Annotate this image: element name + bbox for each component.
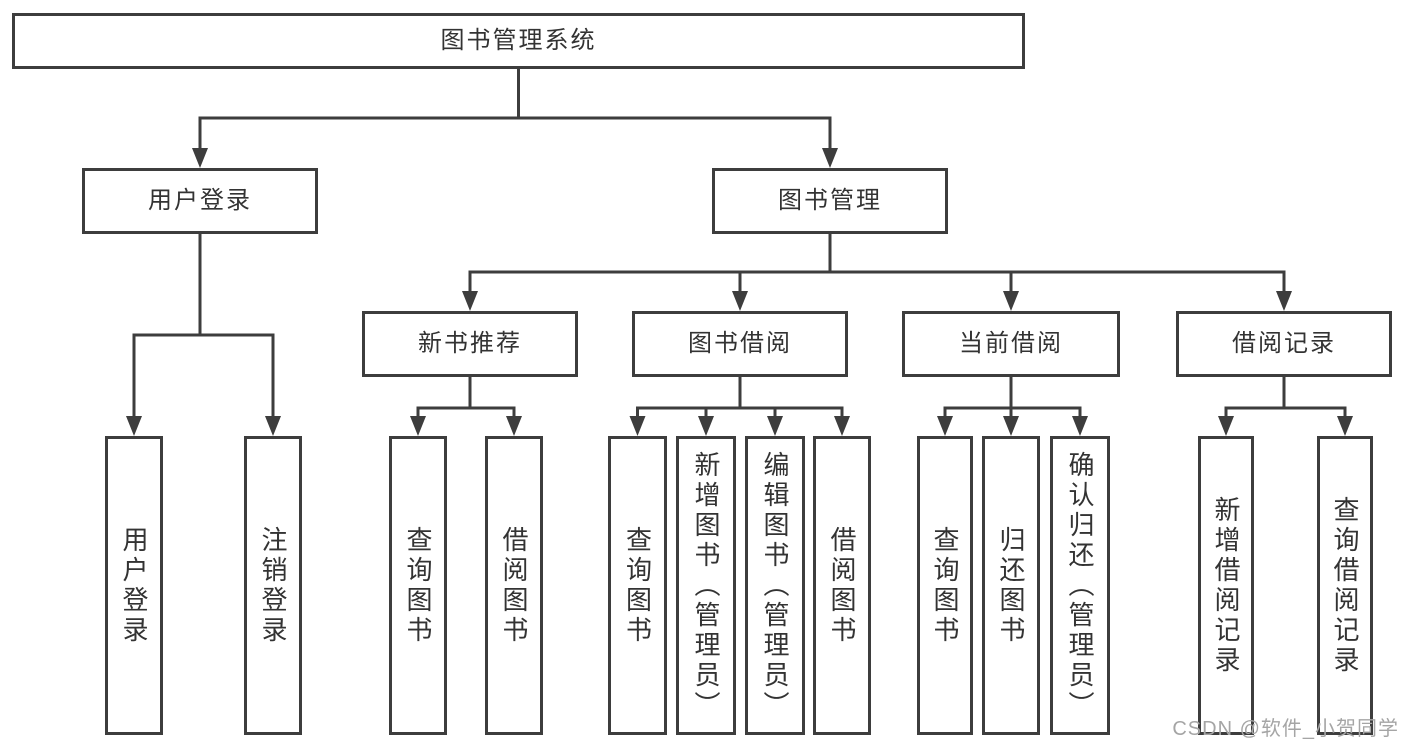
arrowhead-current-borrow bbox=[1003, 291, 1019, 311]
edge-from-book-borrow bbox=[636, 375, 844, 420]
arrowhead-cb-query bbox=[937, 416, 953, 436]
node-login-action: 用户登录 bbox=[105, 436, 163, 735]
node-cb-return: 归还图书 bbox=[982, 436, 1040, 735]
arrowhead-new-book-rec bbox=[462, 291, 478, 311]
node-root: 图书管理系统 bbox=[12, 13, 1025, 69]
node-label-current-borrow: 当前借阅 bbox=[959, 330, 1063, 357]
edge-from-new-book-rec bbox=[416, 375, 516, 420]
node-label-br-add: 新增借阅记录 bbox=[1211, 495, 1241, 676]
edge-from-book-mgmt bbox=[468, 232, 1286, 295]
node-user-login: 用户登录 bbox=[82, 168, 318, 234]
arrowhead-login-action bbox=[126, 416, 142, 436]
node-br-query: 查询借阅记录 bbox=[1317, 436, 1373, 735]
node-br-add: 新增借阅记录 bbox=[1198, 436, 1254, 735]
node-current-borrow: 当前借阅 bbox=[902, 311, 1120, 377]
node-label-br-query: 查询借阅记录 bbox=[1330, 495, 1360, 676]
edge-from-root bbox=[198, 67, 832, 152]
node-logout-action: 注销登录 bbox=[244, 436, 302, 735]
node-label-root: 图书管理系统 bbox=[440, 27, 597, 54]
arrowhead-book-borrow bbox=[732, 291, 748, 311]
node-label-rec-borrow: 借阅图书 bbox=[499, 525, 529, 646]
arrowhead-borrow-records bbox=[1276, 291, 1292, 311]
arrowhead-bb-edit bbox=[767, 416, 783, 436]
node-cb-query: 查询图书 bbox=[917, 436, 973, 735]
node-bb-query: 查询图书 bbox=[608, 436, 667, 735]
node-label-bb-query: 查询图书 bbox=[622, 525, 653, 646]
node-label-borrow-records: 借阅记录 bbox=[1232, 330, 1336, 357]
node-label-bb-add: 新增图书（管理员） bbox=[691, 450, 721, 721]
node-rec-query: 查询图书 bbox=[389, 436, 447, 735]
node-label-logout-action: 注销登录 bbox=[258, 525, 288, 646]
node-label-rec-query: 查询图书 bbox=[403, 525, 433, 646]
node-bb-add: 新增图书（管理员） bbox=[676, 436, 736, 735]
arrowhead-bb-query bbox=[629, 416, 646, 436]
arrowhead-cb-return bbox=[1003, 416, 1019, 436]
node-label-login-action: 用户登录 bbox=[119, 525, 149, 646]
arrowhead-br-add bbox=[1218, 416, 1234, 436]
edge-from-user-login bbox=[132, 232, 275, 420]
node-book-mgmt: 图书管理 bbox=[712, 168, 948, 234]
node-label-cb-confirm: 确认归还（管理员） bbox=[1065, 450, 1095, 721]
node-book-borrow: 图书借阅 bbox=[632, 311, 848, 377]
arrowhead-bb-borrow bbox=[834, 416, 850, 436]
edge-from-borrow-records bbox=[1224, 375, 1347, 420]
node-borrow-records: 借阅记录 bbox=[1176, 311, 1392, 377]
node-label-bb-borrow: 借阅图书 bbox=[827, 525, 857, 646]
edge-from-current-borrow bbox=[943, 375, 1082, 420]
arrowhead-cb-confirm bbox=[1072, 416, 1088, 436]
node-label-cb-return: 归还图书 bbox=[996, 525, 1026, 646]
arrowhead-logout-action bbox=[265, 416, 281, 436]
node-label-book-borrow: 图书借阅 bbox=[688, 330, 792, 357]
node-label-book-mgmt: 图书管理 bbox=[778, 187, 882, 214]
arrowhead-rec-borrow bbox=[506, 416, 522, 436]
node-label-cb-query: 查询图书 bbox=[930, 525, 960, 646]
arrowhead-bb-add bbox=[698, 416, 714, 436]
node-label-new-book-rec: 新书推荐 bbox=[418, 330, 522, 357]
node-rec-borrow: 借阅图书 bbox=[485, 436, 543, 735]
arrowhead-br-query bbox=[1337, 416, 1353, 436]
arrowhead-user-login bbox=[192, 148, 208, 168]
node-bb-borrow: 借阅图书 bbox=[813, 436, 871, 735]
node-new-book-rec: 新书推荐 bbox=[362, 311, 578, 377]
node-label-bb-edit: 编辑图书（管理员） bbox=[760, 450, 790, 721]
arrowhead-book-mgmt bbox=[822, 148, 838, 168]
arrowhead-rec-query bbox=[410, 416, 426, 436]
node-label-user-login: 用户登录 bbox=[148, 187, 252, 214]
node-bb-edit: 编辑图书（管理员） bbox=[745, 436, 805, 735]
watermark: CSDN @软件_小贺同学 bbox=[1172, 718, 1399, 740]
node-cb-confirm: 确认归还（管理员） bbox=[1050, 436, 1110, 735]
